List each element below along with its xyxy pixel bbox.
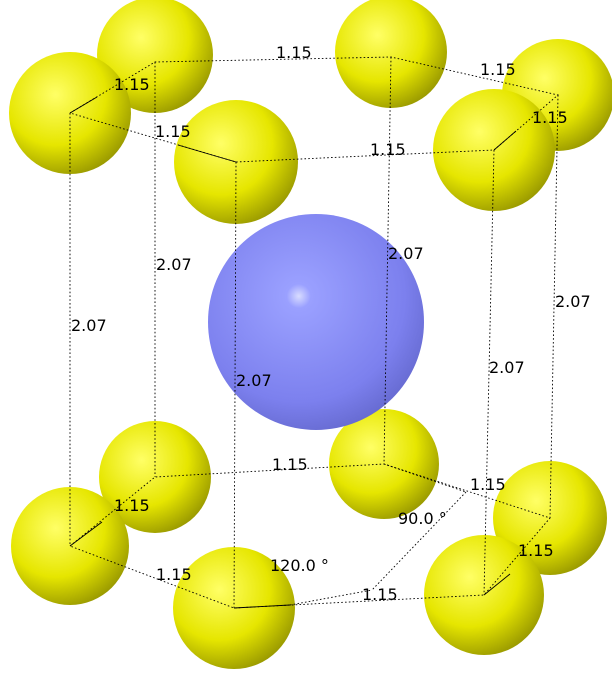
label-vertical-front-right: 2.07	[489, 358, 525, 377]
label-top-front-left: 1.15	[155, 122, 191, 141]
label-top-back-left: 1.15	[114, 75, 150, 94]
label-angle-120: 120.0 °	[270, 556, 329, 575]
label-angle-90: 90.0 °	[398, 509, 447, 528]
center-atom	[208, 214, 424, 430]
label-vertical-right-outer: 2.07	[555, 292, 591, 311]
label-top-back-right: 1.15	[480, 60, 516, 79]
label-bottom-back-left: 1.15	[114, 496, 150, 515]
label-vertical-back-left: 2.07	[156, 255, 192, 274]
label-bottom-front-left: 1.15	[156, 565, 192, 584]
label-vertical-front-left: 2.07	[236, 371, 272, 390]
unit-cell-wireframe	[69, 56, 559, 609]
label-top-right-corner: 1.15	[532, 108, 568, 127]
label-bottom-right-corner: 1.15	[518, 541, 554, 560]
label-bottom-back: 1.15	[272, 455, 308, 474]
label-bottom-back-right: 1.15	[470, 475, 506, 494]
label-top-back: 1.15	[276, 43, 312, 62]
label-top-front-right: 1.15	[370, 140, 406, 159]
label-vertical-left-outer: 2.07	[71, 316, 107, 335]
label-vertical-back-right: 2.07	[388, 244, 424, 263]
label-bottom-front-right: 1.15	[362, 585, 398, 604]
atom-top-back	[335, 0, 447, 108]
distance-labels: 1.15 1.15 1.15 1.15 1.15 1.15 2.07 2.07 …	[71, 43, 591, 604]
atom-top-back-left	[97, 0, 213, 113]
